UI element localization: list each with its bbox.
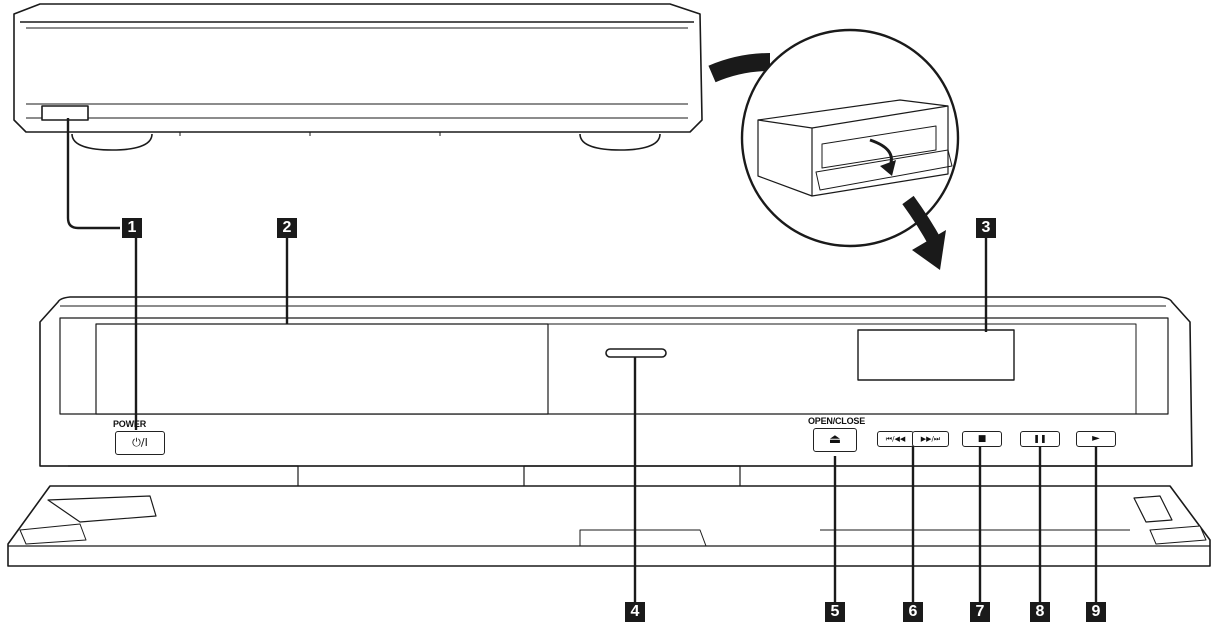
skip-back-button[interactable]: ⏮/◀◀	[877, 431, 914, 447]
callout-7: 7	[970, 602, 990, 622]
magnifier-inset	[740, 28, 960, 248]
top-standby-indicator	[41, 105, 89, 121]
callout-2: 2	[277, 218, 297, 238]
open-close-label: OPEN/CLOSE	[808, 416, 866, 426]
leader-1-top	[66, 118, 120, 230]
callout-3: 3	[976, 218, 996, 238]
power-label: POWER	[113, 419, 147, 429]
leader-lines	[134, 238, 1098, 602]
player-top-view	[13, 3, 703, 151]
disc-indicator	[605, 348, 667, 358]
open-close-button[interactable]: ⏏	[813, 428, 857, 452]
player-front-view	[7, 296, 1211, 567]
stop-button[interactable]: ■	[962, 431, 1002, 447]
display-window	[857, 329, 1015, 381]
play-button[interactable]: ►	[1076, 431, 1116, 447]
connector-band	[708, 53, 771, 83]
skip-forward-button[interactable]: ▶▶/⏭	[912, 431, 949, 447]
callout-9: 9	[1086, 602, 1106, 622]
callout-5: 5	[825, 602, 845, 622]
callout-8: 8	[1030, 602, 1050, 622]
power-button[interactable]: ⏻/I	[115, 431, 165, 455]
pause-button[interactable]: ❚❚	[1020, 431, 1060, 447]
callout-4: 4	[625, 602, 645, 622]
disc-tray-area	[95, 323, 549, 415]
callout-1: 1	[122, 218, 142, 238]
callout-6: 6	[903, 602, 923, 622]
